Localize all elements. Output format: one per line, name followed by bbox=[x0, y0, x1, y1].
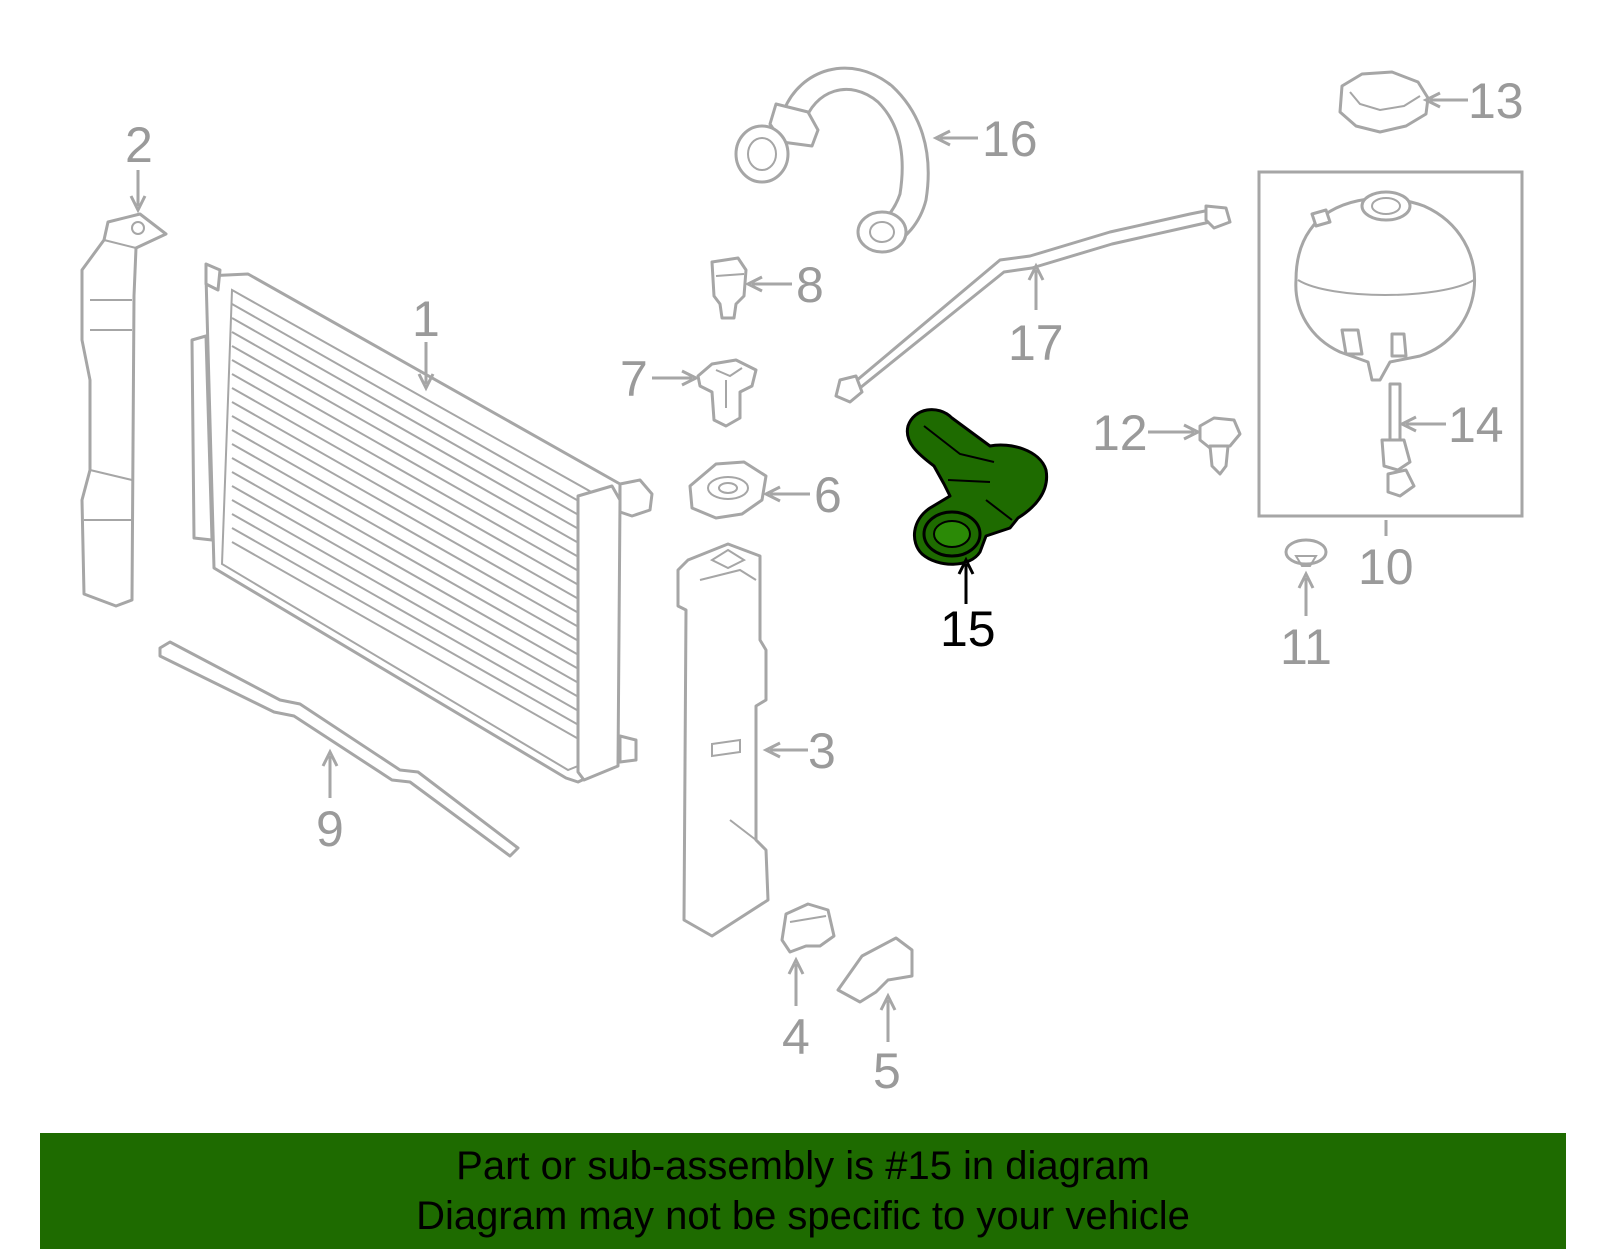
part-1-radiator[interactable] bbox=[190, 262, 654, 784]
part-6-mount[interactable] bbox=[688, 460, 768, 520]
callout-labels: 2 1 3 4 5 6 7 8 9 10 11 12 13 14 16 17 1… bbox=[125, 73, 1524, 1099]
callout-9: 9 bbox=[316, 801, 344, 857]
part-14-level-sensor[interactable] bbox=[1380, 382, 1416, 498]
part-8-sensor[interactable] bbox=[710, 256, 748, 320]
part-15-coolant-hose[interactable] bbox=[905, 408, 1049, 566]
callout-6: 6 bbox=[814, 467, 842, 523]
callout-5: 5 bbox=[873, 1043, 901, 1099]
part-2-bracket[interactable] bbox=[80, 212, 168, 608]
callout-7: 7 bbox=[620, 351, 648, 407]
callout-16: 16 bbox=[982, 111, 1038, 167]
part-9-seal-strip[interactable] bbox=[158, 640, 520, 858]
part-4-clip[interactable] bbox=[780, 902, 836, 954]
footer-banner-bg bbox=[40, 1133, 1566, 1249]
part-12-bolt[interactable] bbox=[1198, 416, 1242, 476]
callout-2: 2 bbox=[125, 117, 153, 173]
callout-3: 3 bbox=[808, 723, 836, 779]
part-11-plug[interactable] bbox=[1284, 538, 1328, 567]
part-3-air-duct[interactable] bbox=[676, 542, 770, 938]
callout-11: 11 bbox=[1280, 619, 1332, 675]
callout-4: 4 bbox=[782, 1009, 810, 1065]
part-7-push-clip[interactable] bbox=[696, 358, 758, 428]
part-10-reservoir-assembly[interactable] bbox=[1257, 170, 1524, 518]
callout-15: 15 bbox=[940, 601, 996, 657]
footer-banner: Part or sub-assembly is #15 in diagram D… bbox=[40, 1133, 1566, 1249]
part-13-cap[interactable] bbox=[1338, 70, 1430, 134]
part-17-vent-pipe[interactable] bbox=[834, 204, 1232, 404]
banner-line-2: Diagram may not be specific to your vehi… bbox=[416, 1194, 1190, 1238]
callout-1: 1 bbox=[412, 291, 440, 347]
part-16-upper-hose[interactable] bbox=[734, 66, 930, 254]
callout-14: 14 bbox=[1448, 397, 1504, 453]
callout-8: 8 bbox=[796, 257, 824, 313]
callout-10: 10 bbox=[1358, 539, 1414, 595]
leader-lines bbox=[129, 91, 1468, 1042]
callout-17: 17 bbox=[1008, 315, 1064, 371]
callout-13: 13 bbox=[1468, 73, 1524, 129]
callout-12: 12 bbox=[1092, 405, 1148, 461]
banner-line-1: Part or sub-assembly is #15 in diagram bbox=[456, 1144, 1150, 1188]
part-5-plate[interactable] bbox=[836, 936, 914, 1004]
